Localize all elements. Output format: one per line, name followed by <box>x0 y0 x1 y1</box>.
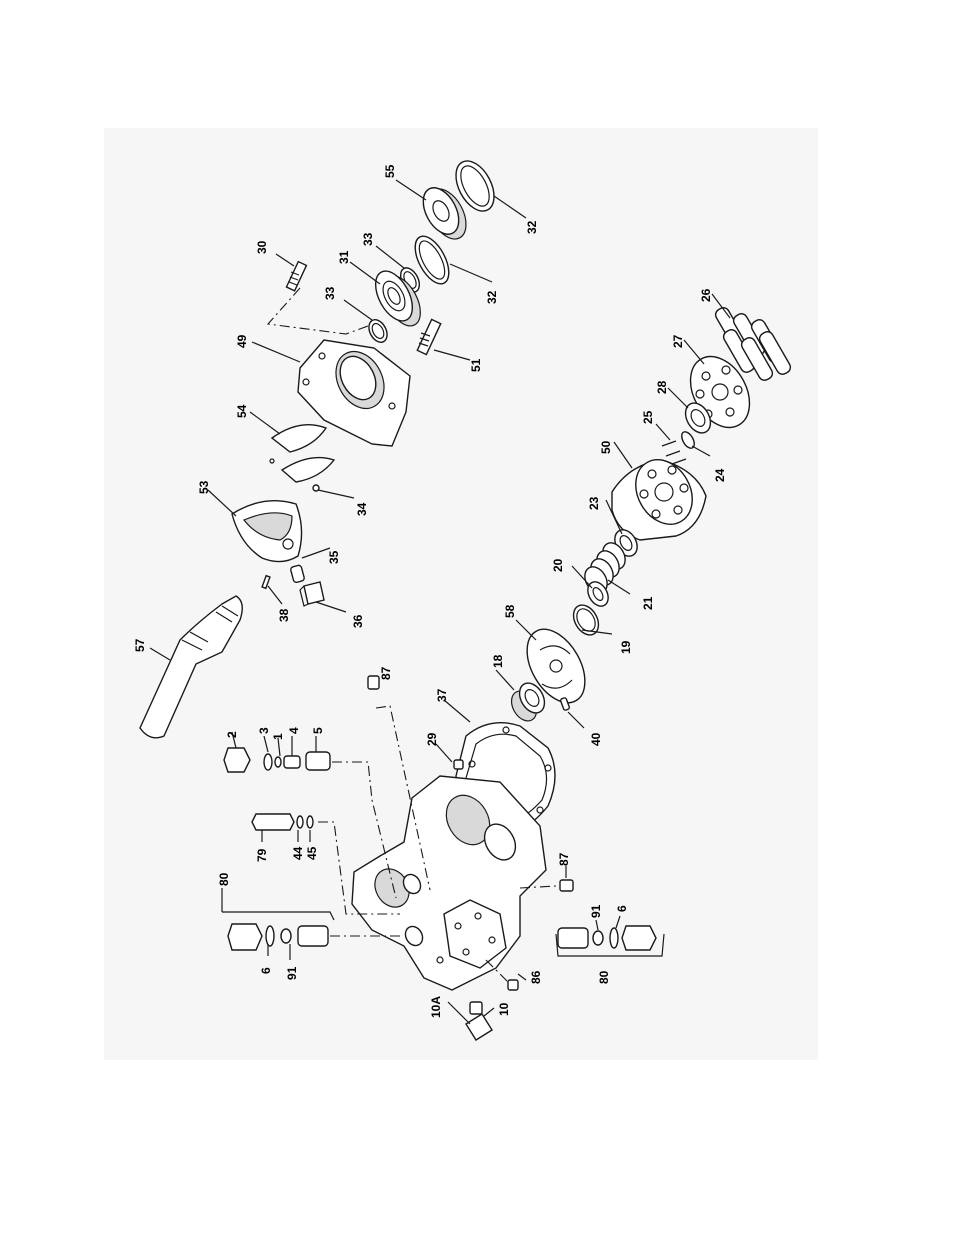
callout-23: 23 <box>587 496 601 510</box>
callout-25: 25 <box>641 410 655 424</box>
callout-31: 31 <box>337 250 351 264</box>
callout-54: 54 <box>235 404 249 418</box>
callout-3: 3 <box>257 727 271 734</box>
callout-4: 4 <box>287 727 301 734</box>
part-4-poppet <box>284 756 300 768</box>
callout-30: 30 <box>255 240 269 254</box>
callout-87: 87 <box>557 852 571 866</box>
callout-79: 79 <box>255 848 269 862</box>
part-87-plug-right <box>560 880 573 891</box>
part-3-o-ring <box>264 754 272 770</box>
part-79-valve <box>252 814 294 830</box>
part-2-valve-cap <box>224 748 250 772</box>
callout-26: 26 <box>699 288 713 302</box>
part-45-o-ring <box>307 816 313 828</box>
part-87-plug-top <box>368 676 379 689</box>
part-5-seat <box>306 752 330 770</box>
callout-36: 36 <box>351 614 365 628</box>
part-29-plug <box>454 760 463 769</box>
callout-34: 34 <box>355 502 369 516</box>
callout-29: 29 <box>425 732 439 746</box>
callout-45: 45 <box>305 846 319 860</box>
callout-10: 10 <box>497 1002 511 1016</box>
callout-58: 58 <box>503 604 517 618</box>
callout-2: 2 <box>225 731 239 738</box>
callout-35: 35 <box>327 550 341 564</box>
callout-18: 18 <box>491 654 505 668</box>
callout-5: 5 <box>311 727 325 734</box>
callout-6: 6 <box>615 905 629 912</box>
callout-1: 1 <box>271 733 285 740</box>
callout-19: 19 <box>619 640 633 654</box>
callout-37: 37 <box>435 688 449 702</box>
callout-21: 21 <box>641 596 655 610</box>
callout-87: 87 <box>379 666 393 680</box>
callout-55: 55 <box>383 164 397 178</box>
callout-80: 80 <box>217 872 231 886</box>
callout-33: 33 <box>323 286 337 300</box>
callout-27: 27 <box>671 334 685 348</box>
callout-32: 32 <box>525 220 539 234</box>
callout-80: 80 <box>597 970 611 984</box>
callout-44: 44 <box>291 846 305 860</box>
part-44-o-ring <box>297 816 303 828</box>
callout-20: 20 <box>551 558 565 572</box>
callout-91: 91 <box>589 904 603 918</box>
callout-57: 57 <box>133 638 147 652</box>
callout-51: 51 <box>469 358 483 372</box>
part-1-spring <box>275 757 281 767</box>
callout-49: 49 <box>235 334 249 348</box>
callout-50: 50 <box>599 440 613 454</box>
callout-33: 33 <box>361 232 375 246</box>
callout-6: 6 <box>259 967 273 974</box>
callout-53: 53 <box>197 480 211 494</box>
callout-40: 40 <box>589 732 603 746</box>
callout-38: 38 <box>277 608 291 622</box>
callout-24: 24 <box>713 468 727 482</box>
callout-91: 91 <box>285 966 299 980</box>
callout-28: 28 <box>655 380 669 394</box>
callout-10A: 10A <box>429 996 443 1018</box>
callout-32: 32 <box>485 290 499 304</box>
callout-86: 86 <box>529 970 543 984</box>
part-86-plug <box>508 980 518 990</box>
